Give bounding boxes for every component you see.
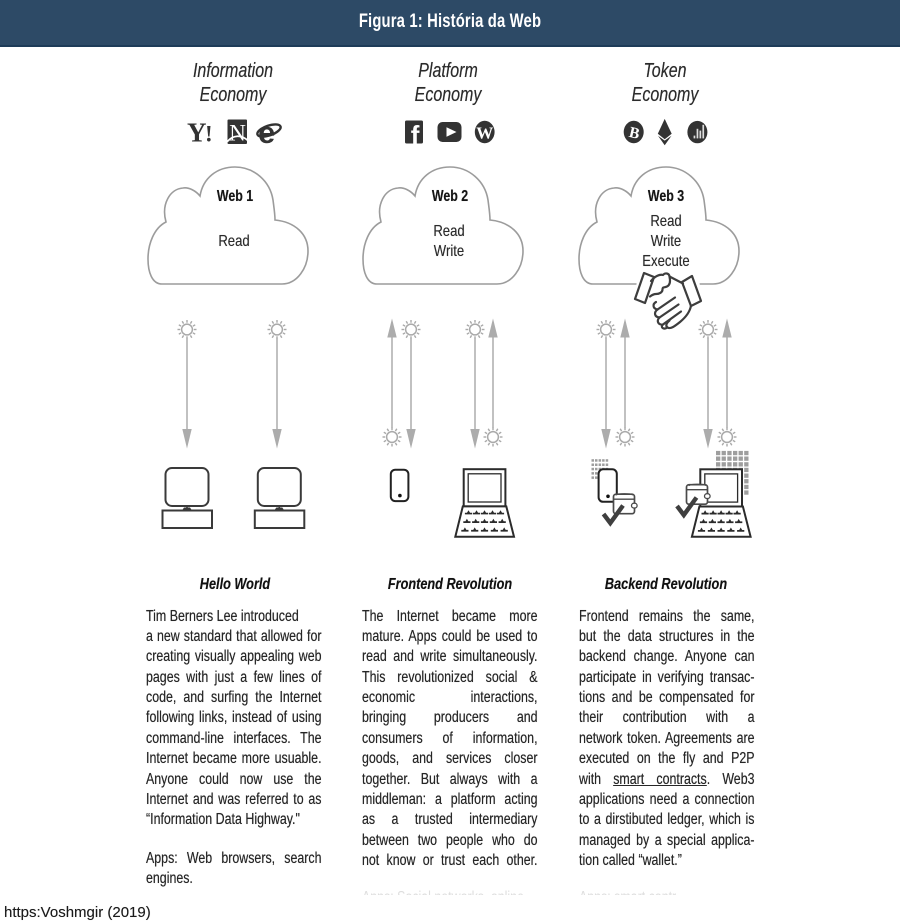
- svg-text:B: B: [627, 124, 641, 143]
- svg-text:Y!: Y!: [187, 118, 213, 148]
- svg-text:f: f: [411, 120, 420, 150]
- svg-text:W: W: [476, 123, 493, 142]
- svg-text:e: e: [258, 115, 275, 150]
- svg-text:N: N: [229, 121, 246, 146]
